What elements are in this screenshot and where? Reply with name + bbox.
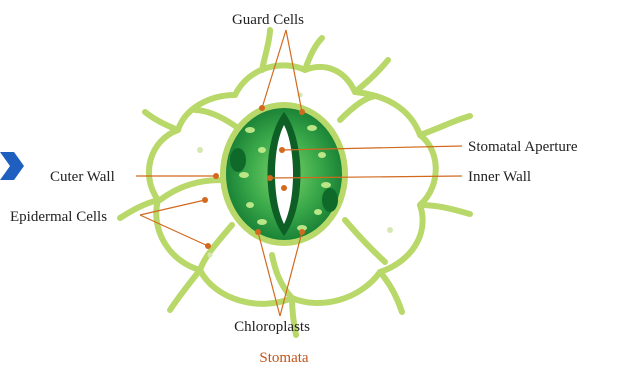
label-inner-wall: Inner Wall: [468, 169, 531, 185]
label-outer-wall: Cuter Wall: [50, 169, 115, 185]
diagram-caption: Stomata: [259, 350, 309, 366]
label-epidermal-cells: Epidermal Cells: [10, 209, 107, 225]
label-chloroplasts: Chloroplasts: [234, 319, 310, 335]
double-chevron-right-icon: [0, 152, 24, 180]
label-guard-cells: Guard Cells: [232, 12, 304, 28]
label-stomatal-aperture: Stomatal Aperture: [468, 139, 578, 155]
